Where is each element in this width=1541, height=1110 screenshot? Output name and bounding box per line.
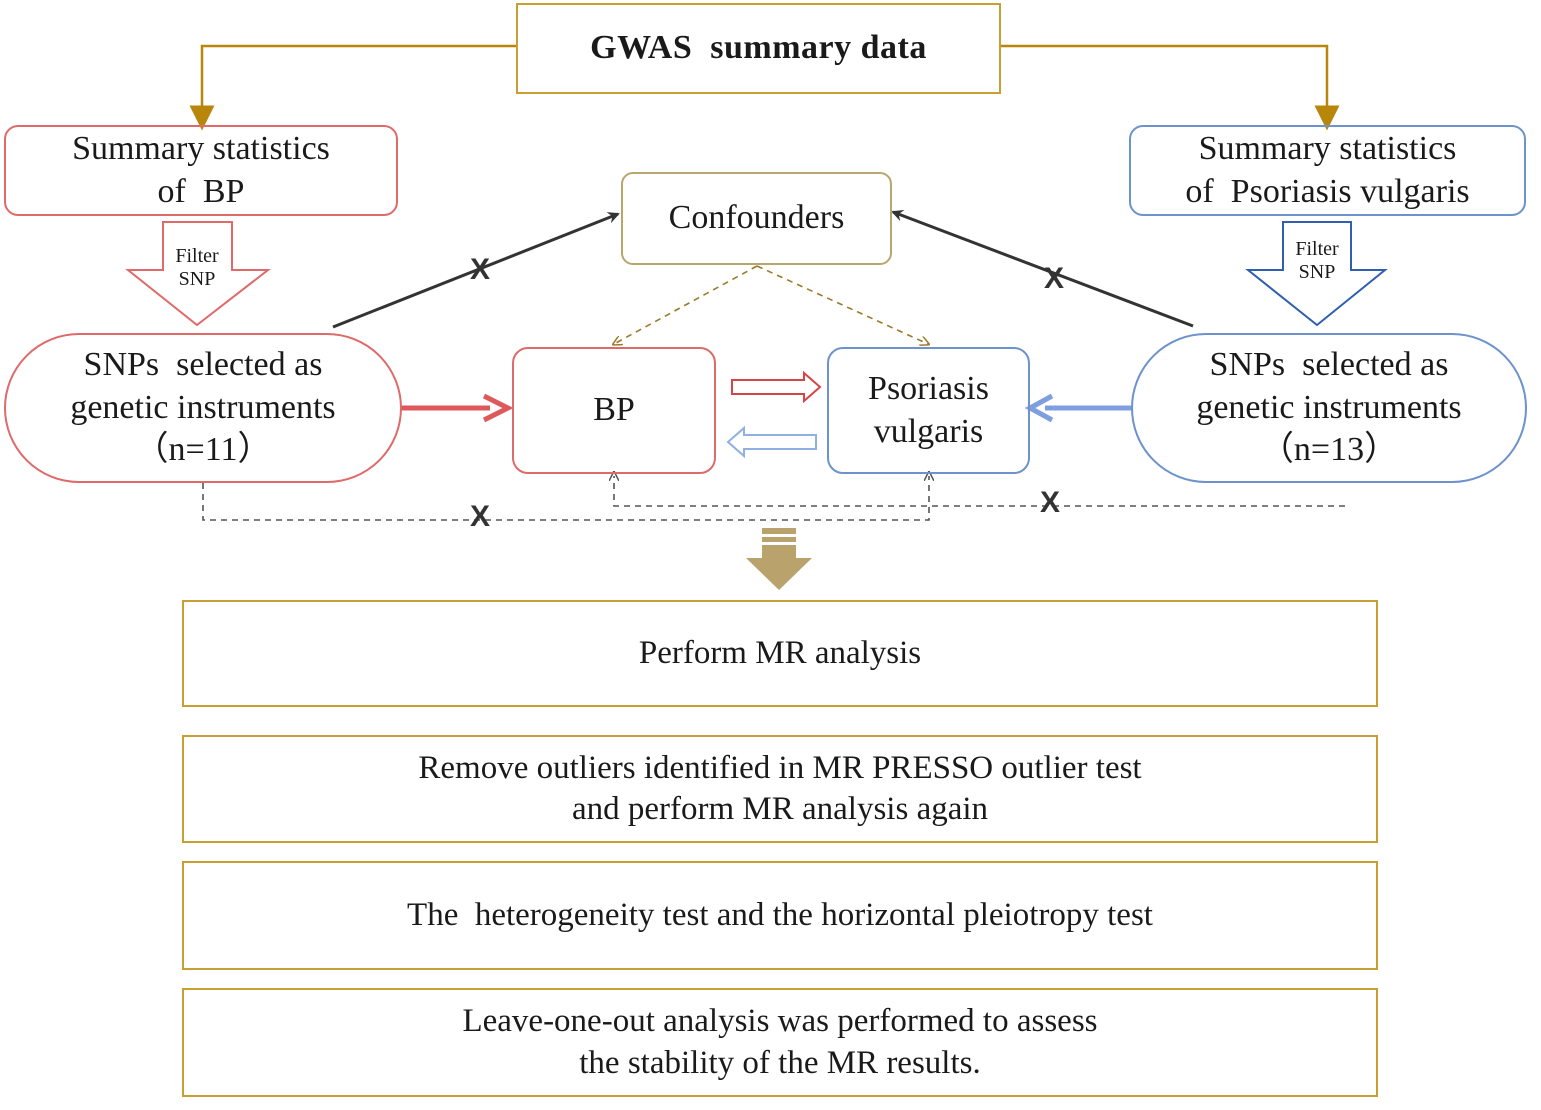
step-3-line1: The heterogeneity test and the horizonta… — [407, 896, 1153, 933]
psoriasis-instruments-count: （n=13） — [1259, 431, 1399, 469]
left-snps-to-bp-head — [482, 393, 514, 423]
bp-summary-statistics-line1: Summary statistics — [72, 130, 330, 167]
step-2-line1: Remove outliers identified in MR PRESSO … — [418, 749, 1142, 786]
down-arrow-stem-band1 — [762, 528, 796, 534]
left-snps-direct-dashed-path — [202, 476, 929, 521]
gwas-summary-data-title: GWAS summary data — [590, 29, 927, 67]
filter-right-line2: SNP — [1298, 261, 1336, 283]
psoriasis-outcome-line2: vulgaris — [873, 412, 984, 450]
step-leave-one-out: Leave-one-out analysis was performed to … — [182, 988, 1378, 1097]
gwas-to-left-connector — [189, 44, 516, 131]
step-4-line1: Leave-one-out analysis was performed to … — [462, 1003, 1098, 1040]
right-snps-to-psoriasis-head — [1024, 393, 1054, 423]
excluded-path-mark-left-confounder: X — [470, 253, 491, 286]
filter-snp-right-label: Filter SNP — [1278, 238, 1356, 284]
left-snps-to-confounders-arrow — [332, 212, 620, 329]
right-snps-direct-dashed-path — [614, 476, 1345, 507]
right-snps-to-confounders-arrow — [891, 209, 1194, 328]
psoriasis-instruments-line2: genetic instruments — [1196, 388, 1462, 426]
psoriasis-outcome-line1: Psoriasis — [868, 370, 989, 407]
gwas-summary-data-box: GWAS summary data — [516, 3, 1001, 94]
step-1-line1: Perform MR analysis — [638, 634, 922, 671]
filter-right-line1: Filter — [1295, 238, 1339, 260]
bp-exposure-box: BP — [512, 347, 716, 474]
filter-left-line1: Filter — [175, 245, 219, 267]
bp-genetic-instruments-box: SNPs selected as genetic instruments （n=… — [4, 333, 402, 483]
down-arrow-head — [746, 558, 812, 590]
down-arrow-stem-band2 — [762, 537, 796, 542]
bp-instruments-line1: SNPs selected as — [83, 346, 323, 384]
step-4-line2: the stability of the MR results. — [579, 1044, 981, 1081]
excluded-path-mark-right-confounder: X — [1044, 262, 1065, 295]
confounders-to-bp-dashed-arrow — [614, 265, 758, 344]
filter-snp-left-label: Filter SNP — [158, 245, 236, 291]
filter-left-arrow-shape — [125, 221, 271, 327]
down-arrow-stem — [762, 545, 796, 558]
psoriasis-outcome-box: Psoriasis vulgaris — [827, 347, 1030, 474]
confounders-to-psoriasis-dashed-arrow — [756, 265, 928, 344]
bp-exposure-label: BP — [593, 391, 635, 429]
step-heterogeneity-pleiotropy: The heterogeneity test and the horizonta… — [182, 861, 1378, 970]
filter-right-arrow-shape — [1245, 221, 1388, 327]
step-perform-mr-analysis: Perform MR analysis — [182, 600, 1378, 707]
confounders-box: Confounders — [621, 172, 892, 265]
psoriasis-summary-statistics-line2: of Psoriasis vulgaris — [1185, 172, 1470, 210]
gwas-to-right-connector — [1000, 44, 1340, 131]
psoriasis-to-bp-hollow-arrow — [726, 425, 817, 459]
step-remove-outliers: Remove outliers identified in MR PRESSO … — [182, 735, 1378, 843]
bp-instruments-count: （n=11） — [134, 431, 272, 469]
bp-instruments-line2: genetic instruments — [70, 388, 336, 426]
psoriasis-genetic-instruments-box: SNPs selected as genetic instruments （n=… — [1131, 333, 1527, 483]
step-2-line2: and perform MR analysis again — [571, 791, 989, 827]
bp-to-psoriasis-hollow-arrow — [731, 370, 822, 404]
psoriasis-summary-statistics-line1: Summary statistics — [1198, 130, 1457, 167]
excluded-path-mark-left-direct: X — [470, 500, 491, 533]
bp-summary-statistics-box: Summary statistics of BP — [4, 125, 398, 216]
psoriasis-instruments-line1: SNPs selected as — [1209, 346, 1449, 384]
confounders-label: Confounders — [668, 199, 845, 237]
filter-left-line2: SNP — [178, 268, 216, 290]
excluded-path-mark-right-direct: X — [1040, 486, 1061, 519]
bp-summary-statistics-line2: of BP — [157, 172, 245, 210]
psoriasis-summary-statistics-box: Summary statistics of Psoriasis vulgaris — [1129, 125, 1526, 216]
